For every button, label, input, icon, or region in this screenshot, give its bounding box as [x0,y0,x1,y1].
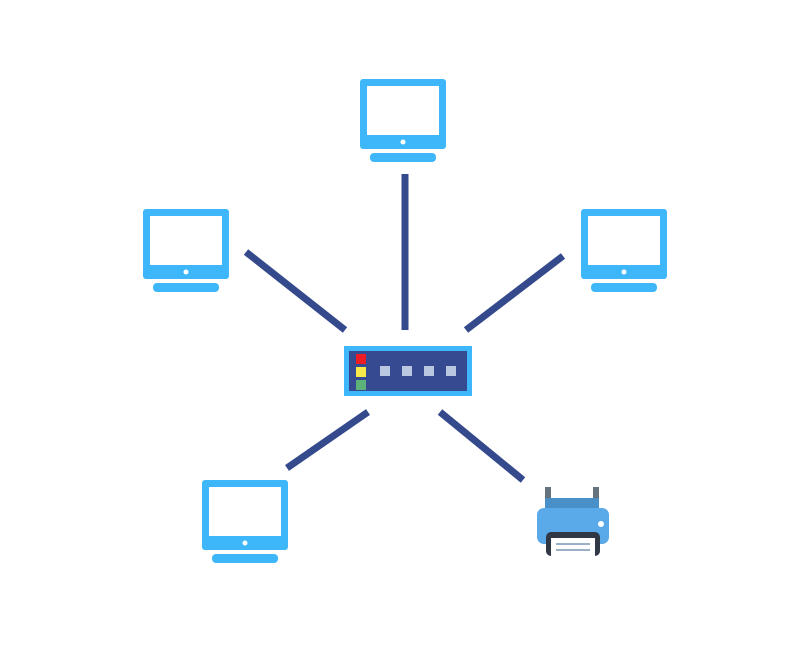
led-green [356,380,366,390]
led-yellow [356,367,366,377]
switch-port [402,366,412,376]
monitor-screen [209,487,281,536]
switch-icon [344,346,472,396]
monitor-stand [212,554,278,563]
printer-icon [537,487,609,556]
paper-line [556,549,590,551]
links [243,174,566,483]
link-computer-bottom-left [285,409,370,471]
network-switch [344,346,472,396]
computer-top [360,79,446,162]
paper-line [556,543,590,545]
computer-left [143,209,229,292]
monitor-stand [370,153,436,162]
printer-bottom-right [537,487,609,556]
led-red [356,354,366,364]
computer-bottom-left [202,480,288,563]
power-dot [621,269,627,275]
power-dot [400,139,406,145]
monitor-screen [367,86,439,135]
monitor-screen [150,216,222,265]
monitor-icon [360,79,446,162]
link-computer-left [243,249,348,333]
link-printer-bottom-right [437,409,526,483]
switch-port [380,366,390,376]
printer-light [598,521,604,527]
computer-right [581,209,667,292]
printer-paper [551,538,595,556]
power-dot [242,540,248,546]
monitor-icon [143,209,229,292]
link-computer-right [463,253,566,333]
monitor-screen [588,216,660,265]
switch-port [424,366,434,376]
switch-port [446,366,456,376]
monitor-stand [591,283,657,292]
monitor-icon [581,209,667,292]
printer-top [545,498,599,510]
monitor-stand [153,283,219,292]
monitor-icon [202,480,288,563]
power-dot [183,269,189,275]
